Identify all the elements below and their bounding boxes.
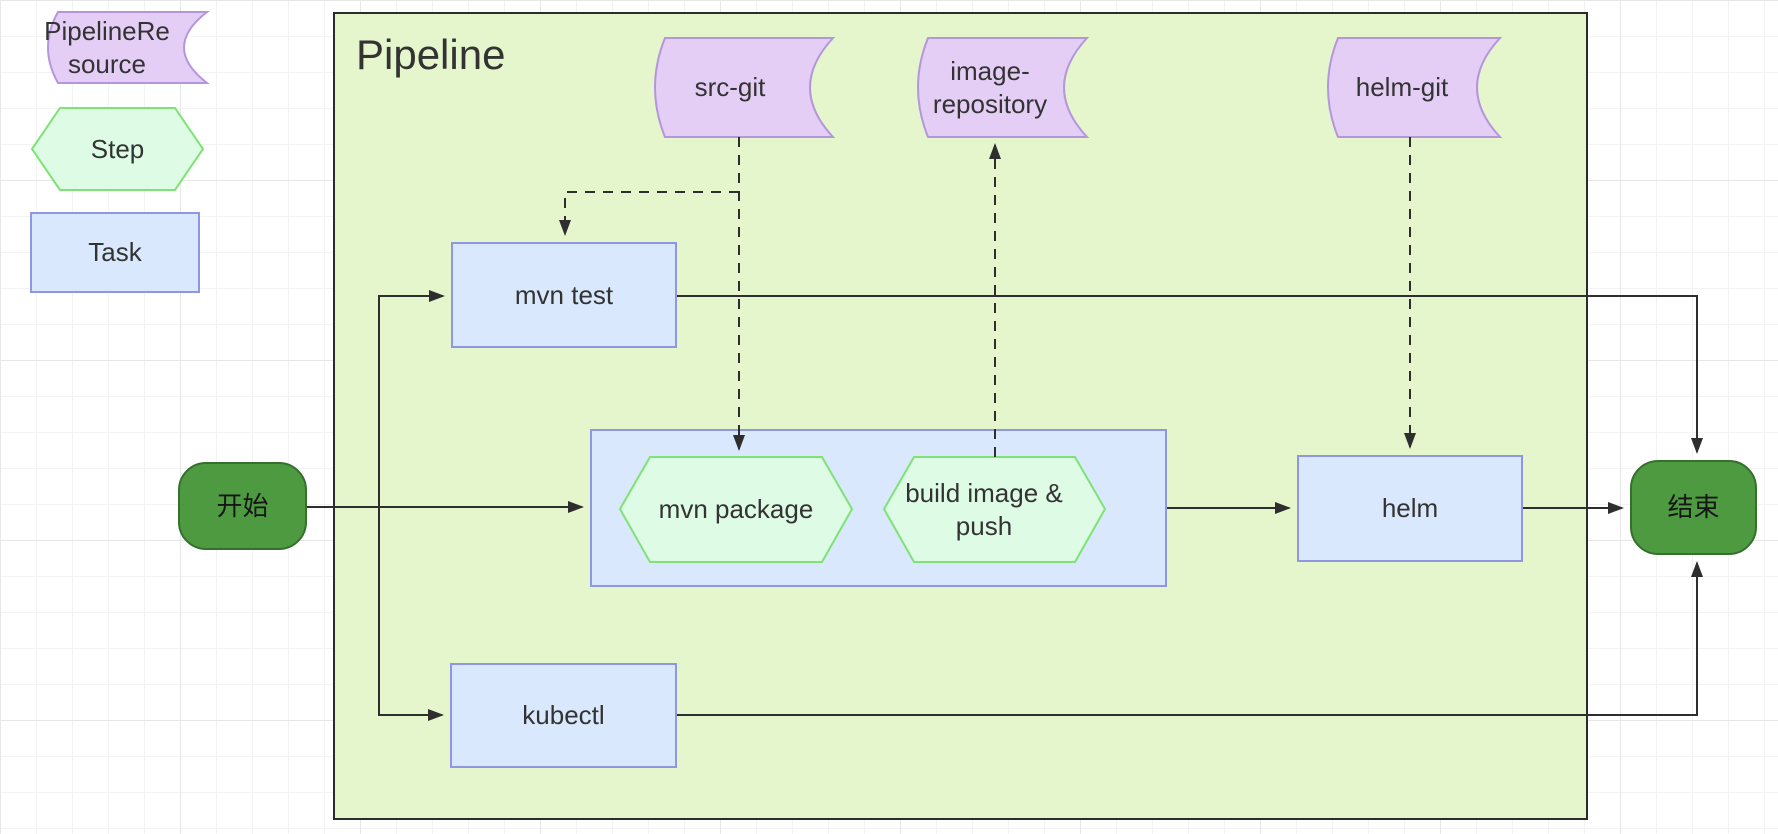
end-node[interactable]	[1630, 460, 1757, 555]
legend-step-label: Step	[90, 133, 145, 164]
task-package-build[interactable]	[590, 429, 1167, 587]
legend-pipelineresource-label: PipelineRe source	[44, 16, 170, 79]
pipeline-title: Pipeline	[356, 31, 506, 78]
task-helm[interactable]	[1297, 455, 1523, 562]
legend-task-shape[interactable]	[30, 212, 200, 293]
legend-pipelineresource-shape[interactable]	[47, 11, 210, 84]
task-mvn-test[interactable]	[451, 242, 677, 348]
task-kubectl[interactable]	[450, 663, 677, 768]
start-node[interactable]	[178, 462, 307, 550]
legend-step-shape[interactable]	[30, 107, 205, 191]
